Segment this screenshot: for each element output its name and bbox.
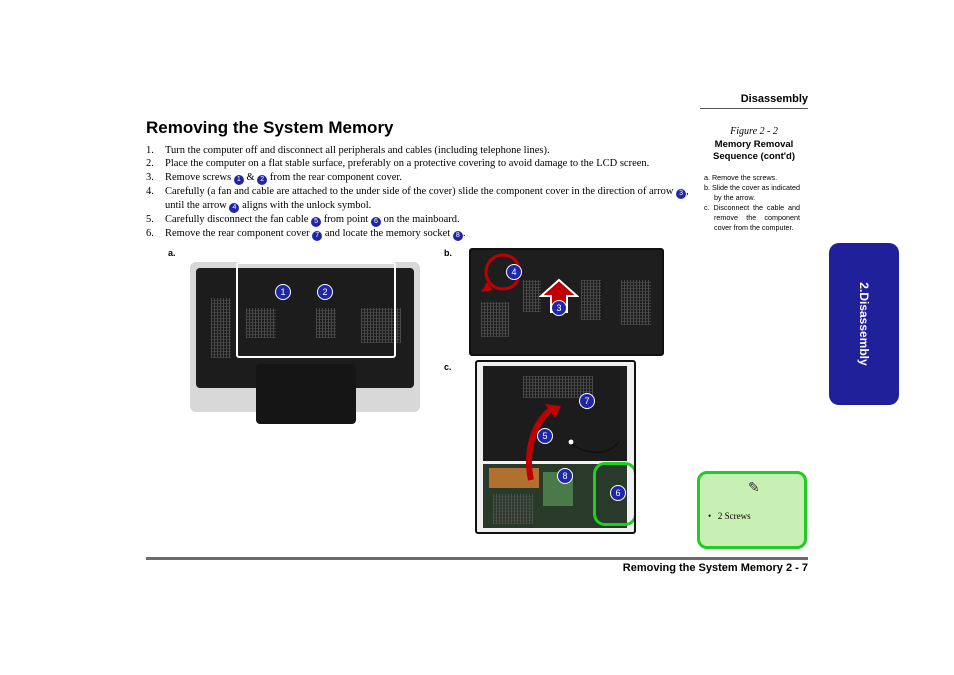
highlight-circle	[593, 462, 634, 526]
page-title: Removing the System Memory	[146, 118, 394, 137]
header-rule	[700, 108, 808, 109]
panel-label-c: c.	[444, 362, 452, 372]
pencil-icon: ✎	[748, 481, 760, 496]
callout-icon: 4	[229, 202, 240, 213]
callout-icon: 2	[257, 174, 268, 185]
step-1: 1.Turn the computer off and disconnect a…	[146, 145, 550, 156]
callout-icon: 1	[233, 174, 244, 185]
callout-8: 8	[557, 468, 573, 484]
step-3: 3.Remove screws 1 & 2 from the rear comp…	[146, 171, 402, 185]
callout-icon: 8	[452, 230, 463, 241]
figure-note: b. Slide the cover as indicated by the a…	[704, 183, 800, 202]
lift-arrow-icon	[526, 404, 561, 481]
chapter-tab[interactable]: 2.Disassembly	[829, 243, 899, 405]
mainboard-image	[483, 464, 627, 528]
panel-label-b: b.	[444, 248, 452, 258]
running-footer: Removing the System Memory 2 - 7	[622, 562, 808, 574]
unlock-arrow-icon	[481, 253, 519, 292]
callout-2: 2	[317, 284, 333, 300]
chapter-tab-label: 2.Disassembly	[857, 282, 871, 366]
step-6: 6.Remove the rear component cover 7 and …	[146, 227, 466, 241]
callout-icon: 6	[370, 216, 381, 227]
photo-a: 1 2	[190, 262, 420, 424]
callout-4: 4	[506, 264, 522, 280]
panel-label-a: a.	[168, 248, 176, 258]
photo-b: 4 3	[469, 248, 664, 356]
fan-cable-icon	[567, 438, 620, 454]
callout-icon: 5	[311, 216, 322, 227]
note-box: ✎ • 2 Screws	[697, 471, 807, 549]
highlight-frame	[236, 262, 396, 358]
step-2: 2.Place the computer on a flat stable su…	[146, 158, 650, 170]
figure-notes: a. Remove the screws. b. Slide the cover…	[704, 173, 800, 233]
step-4: 4.Carefully (a fan and cable are attache…	[146, 185, 689, 213]
step-5: 5.Carefully disconnect the fan cable 5 f…	[146, 213, 460, 227]
footer-rule	[146, 557, 808, 560]
figure-number: Figure 2 - 2	[730, 126, 778, 137]
callout-icon: 7	[312, 230, 323, 241]
callout-3: 3	[551, 300, 567, 316]
running-header: Disassembly	[740, 93, 808, 105]
callout-1: 1	[275, 284, 291, 300]
figure-note: a. Remove the screws.	[704, 173, 778, 182]
callout-6: 6	[610, 485, 626, 501]
steps-list: 1.Turn the computer off and disconnect a…	[146, 144, 691, 241]
stand-image	[256, 364, 356, 424]
figure-title: Memory Removal Sequence (cont'd)	[713, 139, 795, 162]
photo-c: 7 5 8 6	[475, 360, 636, 534]
callout-7: 7	[579, 393, 595, 409]
callout-5: 5	[537, 428, 553, 444]
callout-icon: 3	[676, 188, 687, 199]
figure-note: c. Disconnect the cable and remove the c…	[704, 203, 800, 232]
note-item: • 2 Screws	[708, 511, 751, 521]
